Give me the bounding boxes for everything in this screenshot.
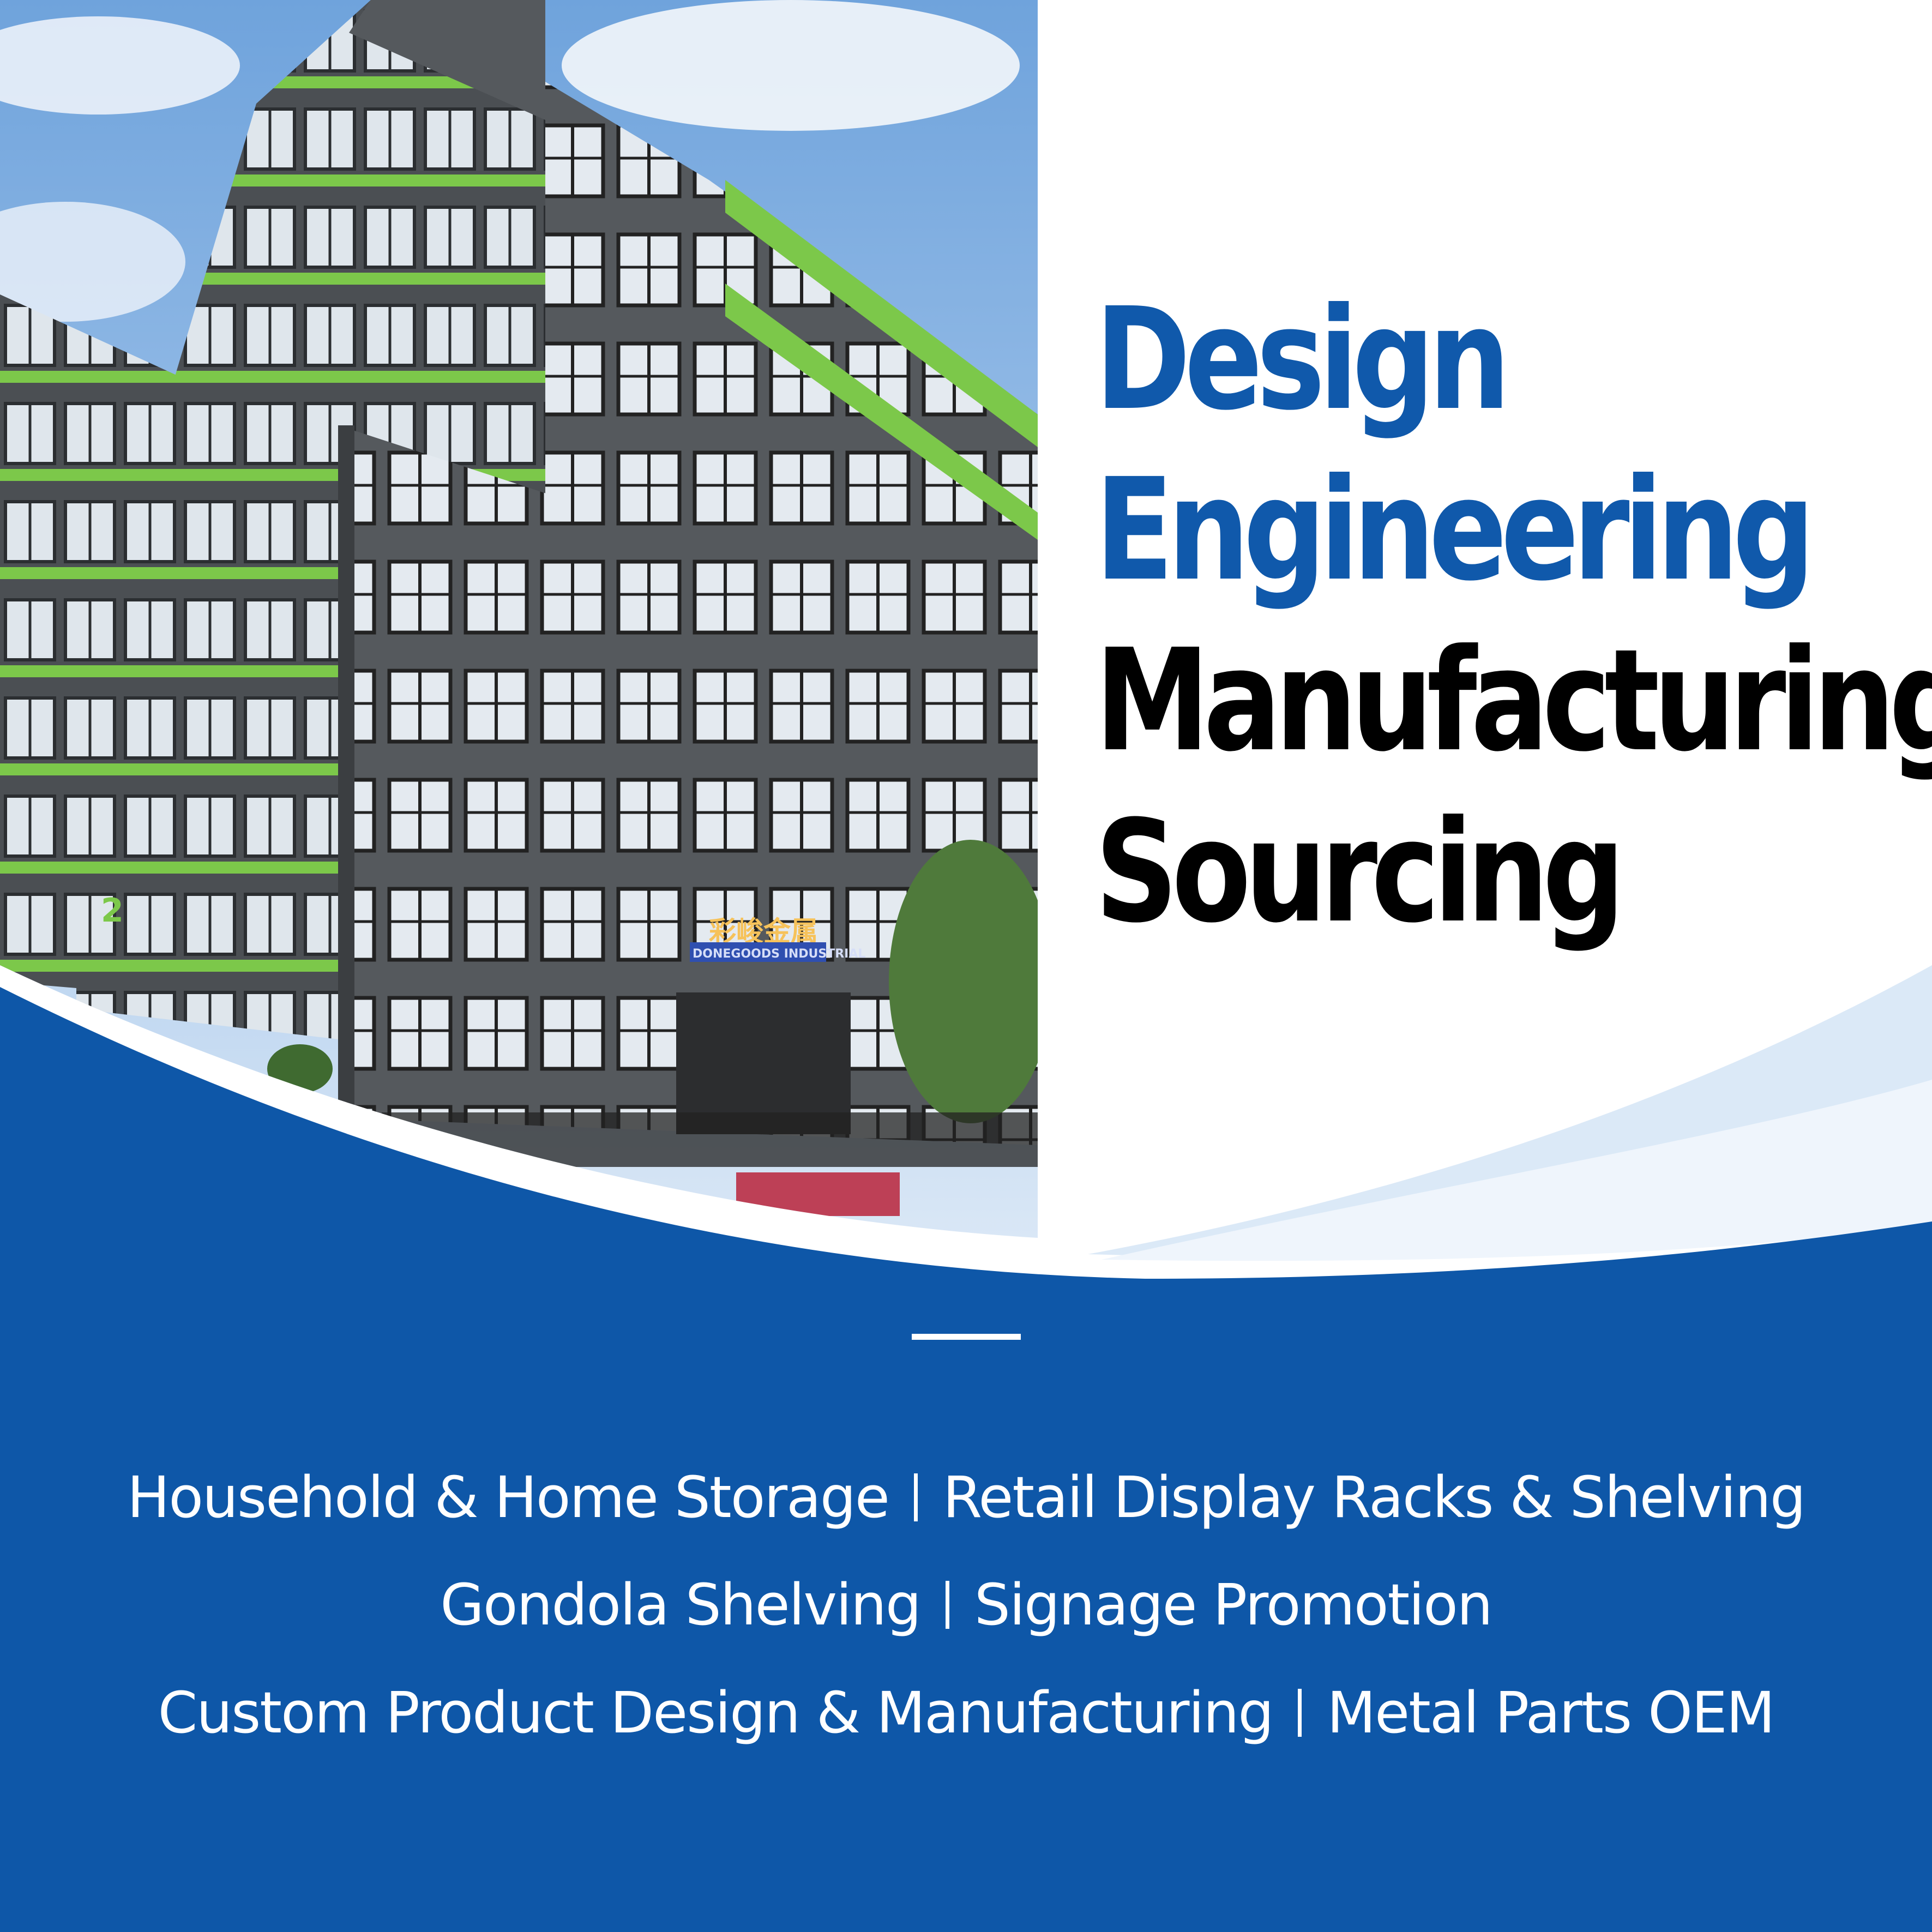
services-line-1: Household & Home Storage Retail Display R… <box>0 1464 1932 1531</box>
tree <box>889 840 1038 1123</box>
factory-photo: 彩峻金属 DONEGOODS INDUSTRIAL 2 <box>0 0 1038 1249</box>
divider-line <box>912 1334 1021 1340</box>
heading-sourcing: Sourcing <box>1095 790 1625 954</box>
sign-chinese: 彩峻金属 <box>709 916 818 947</box>
heading-manufacturing: Manufacturing <box>1095 619 1932 783</box>
heading-engineering: Engineering <box>1095 448 1815 612</box>
service-item: Metal Parts OEM <box>1327 1680 1775 1746</box>
services-line-3: Custom Product Design & Manufacturing Met… <box>0 1680 1932 1746</box>
service-item: Custom Product Design & Manufacturing <box>158 1680 1274 1746</box>
separator <box>945 1581 949 1629</box>
sign-english: DONEGOODS INDUSTRIAL <box>693 947 865 961</box>
service-item: Gondola Shelving <box>440 1572 922 1638</box>
service-item: Signage Promotion <box>974 1572 1493 1638</box>
separator <box>1298 1689 1302 1737</box>
service-item: Retail Display Racks & Shelving <box>942 1464 1806 1531</box>
heading-design: Design <box>1095 278 1510 441</box>
separator <box>913 1473 918 1521</box>
building-number: 2 <box>101 892 124 930</box>
pale-wave <box>1102 1080 1932 1261</box>
blue-wave-panel <box>0 987 1932 1932</box>
services-line-2: Gondola Shelving Signage Promotion <box>0 1572 1932 1638</box>
service-item: Household & Home Storage <box>127 1464 890 1531</box>
